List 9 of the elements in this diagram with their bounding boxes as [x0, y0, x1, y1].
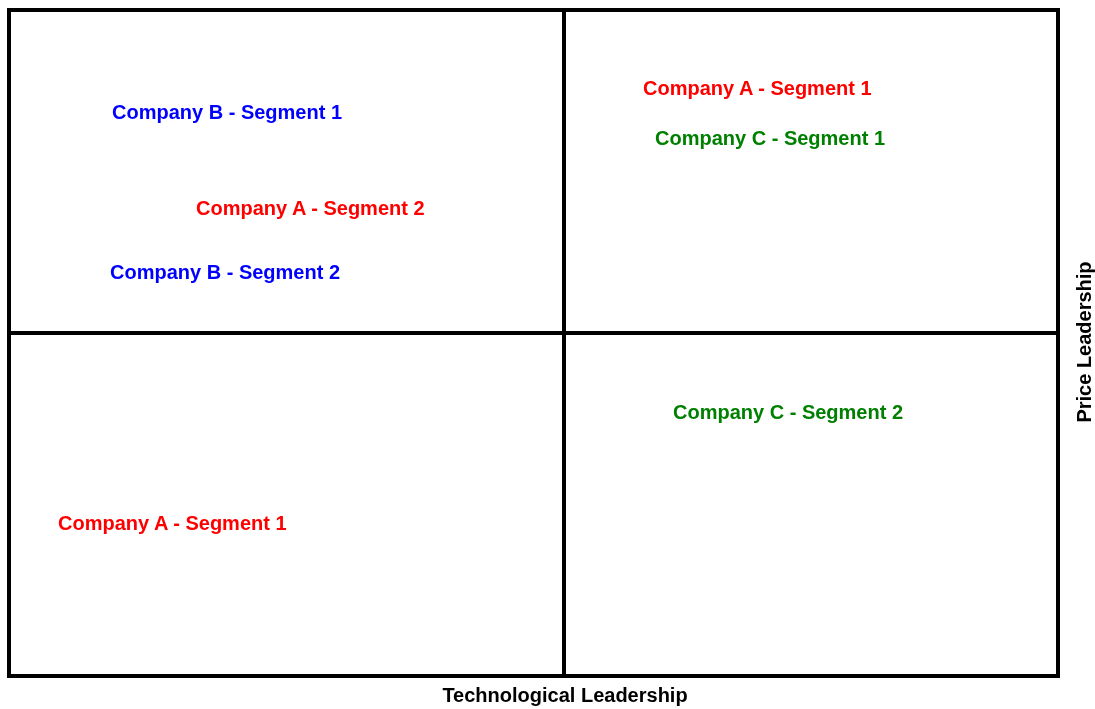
segment-label: Company A - Segment 1 — [643, 77, 872, 99]
axis-title: Price Leadership — [1073, 261, 1095, 423]
segment-label: Company A - Segment 1 — [58, 512, 287, 534]
segment-label: Company C - Segment 1 — [655, 127, 886, 149]
segment-label: Company A - Segment 2 — [196, 197, 425, 219]
segment-label: Company B - Segment 1 — [112, 101, 343, 123]
segment-label: Company B - Segment 2 — [110, 261, 341, 283]
axis-title: Technological Leadership — [442, 684, 688, 706]
segment-label: Company C - Segment 2 — [673, 401, 904, 423]
